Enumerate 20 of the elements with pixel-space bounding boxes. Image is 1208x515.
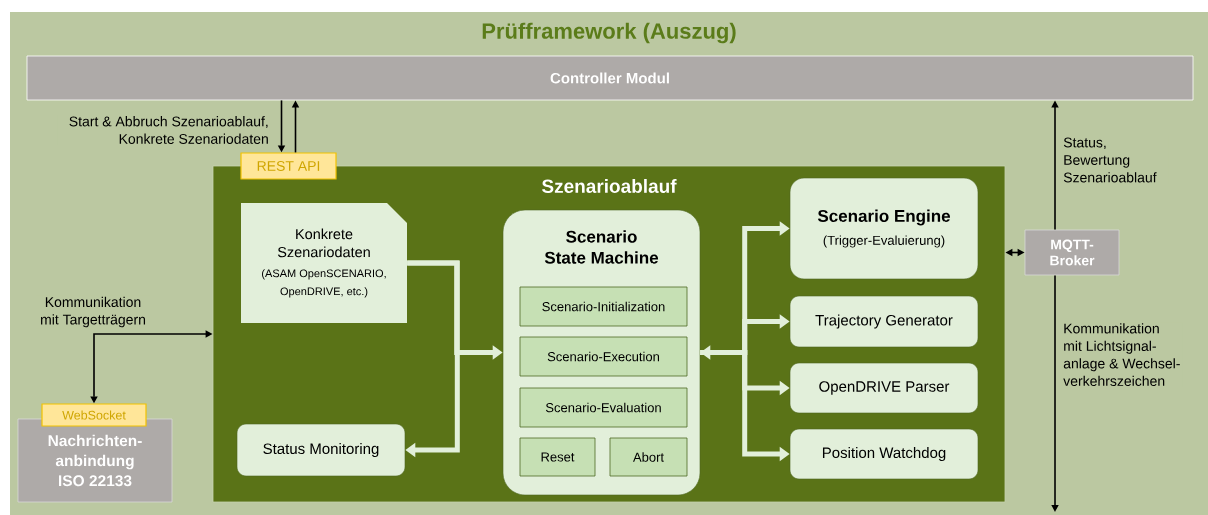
- state-box: Scenario-Initialization: [519, 286, 688, 327]
- state-box: Scenario-Evaluation: [519, 387, 688, 428]
- broker-box: MQTT- Broker: [1024, 229, 1120, 276]
- module-bar: Controller Modul: [26, 55, 1194, 101]
- component-box: Trajectory Generator: [789, 295, 979, 348]
- edge-label: Kommunikation mit Lichtsignal- anlage & Wechsel- verkehrszeichen: [1062, 322, 1183, 387]
- arrow: [1051, 274, 1059, 512]
- state-box: Scenario-Execution: [519, 336, 688, 377]
- document-box: Konkrete Szenariodaten (ASAM OpenSCENARIO, OpenDRIVE, etc.): [241, 203, 407, 323]
- interface-tag: REST API: [240, 152, 337, 180]
- edge-label: Status, Bewertung Szenarioablauf: [1062, 136, 1169, 184]
- interface-tag: WebSocket: [41, 403, 147, 427]
- component-box: Status Monitoring: [236, 423, 406, 477]
- component-box: Scenario Engine (Trigger-Evaluierung): [789, 177, 979, 280]
- state-box: Abort: [609, 437, 688, 477]
- component-box: Position Watchdog: [789, 428, 979, 480]
- state-box: Reset: [519, 437, 596, 477]
- edge-label: Kommunikation mit Targetträgern: [36, 295, 150, 329]
- edge-label: Start & Abbruch Szenarioablauf, Konkrete Szenariodaten: [57, 115, 270, 145]
- component-box: OpenDRIVE Parser: [789, 362, 979, 414]
